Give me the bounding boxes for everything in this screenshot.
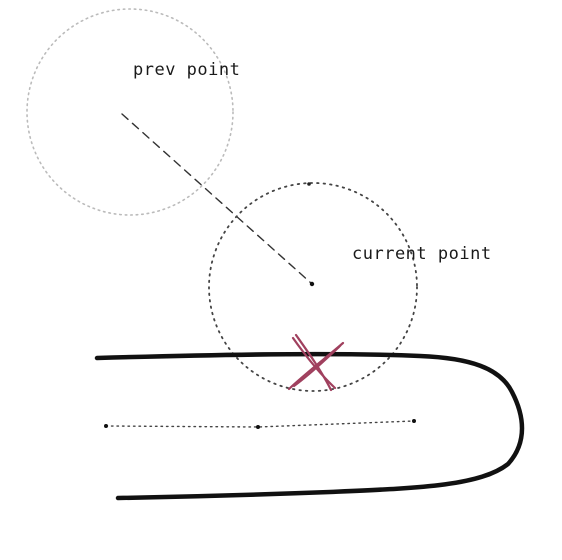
intersection-cross-icon [287, 333, 345, 392]
current-circle-top-dot [307, 182, 311, 186]
current-point-label: current point [352, 244, 492, 264]
centerline-point-start [104, 424, 108, 428]
movement-dashed-line [121, 113, 312, 284]
current-point-dot [309, 281, 315, 287]
prev-point-radius-circle [26, 8, 234, 216]
freehand-stroke [94, 351, 525, 501]
prev-point-label: prev point [133, 60, 240, 80]
centerline-point-end [412, 419, 416, 423]
current-point-radius-circle [208, 182, 418, 392]
stroke-centerline-dotted [105, 420, 415, 428]
centerline-point-middle [256, 425, 260, 429]
